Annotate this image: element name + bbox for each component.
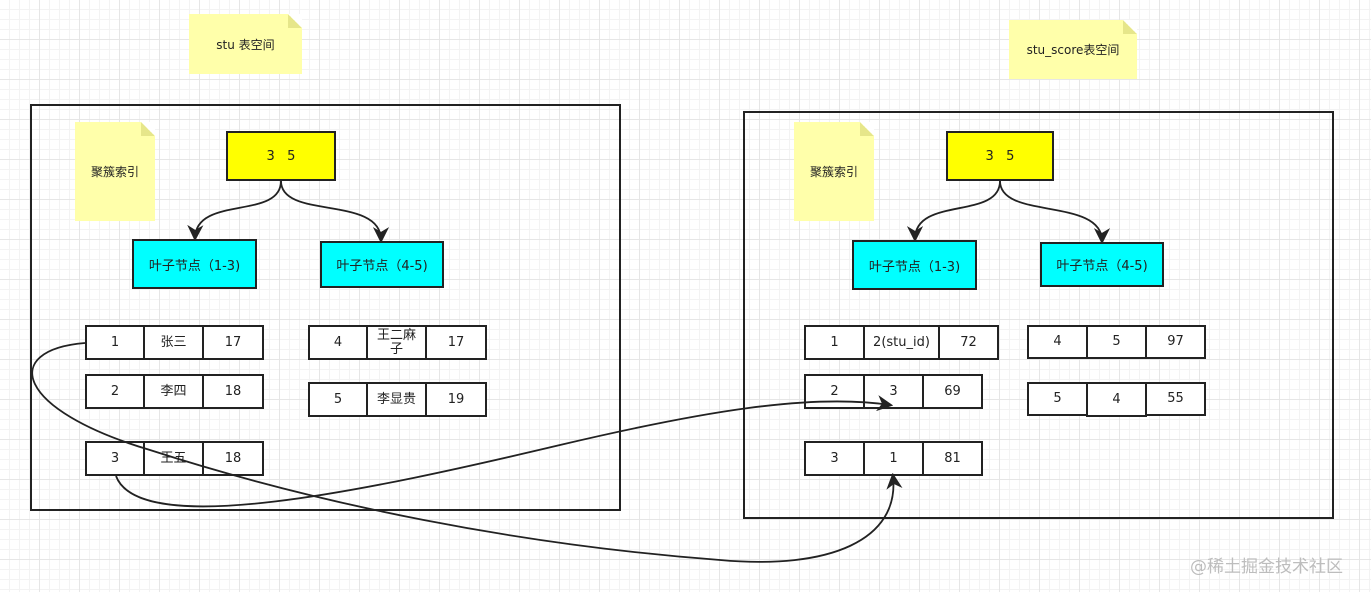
stu-root-to-left-leaf-arrow <box>187 180 282 242</box>
score-row-3-score: 81 <box>922 441 983 476</box>
score-row-5-score: 55 <box>1145 382 1206 416</box>
score-space-label: stu_score表空间 <box>1026 43 1120 57</box>
stu-leaf-left: 叶子节点（1-3) <box>132 239 257 289</box>
score-root-keys: 3 5 <box>985 148 1015 164</box>
score-tablespace-container <box>743 111 1334 519</box>
stu-row-4-id: 4 <box>308 325 368 360</box>
stu-leaf-right-label: 叶子节点（4-5) <box>336 259 428 274</box>
score-row-4-score: 97 <box>1145 325 1206 359</box>
score-root-to-right-leaf-arrow <box>999 180 1111 245</box>
score-row-5-id: 5 <box>1027 382 1088 416</box>
stu-row-4-age: 17 <box>425 325 487 360</box>
watermark: @稀土掘金技术社区 <box>1190 557 1343 577</box>
score-row-3-stu-id: 1 <box>863 441 924 476</box>
stu-index-label: 聚簇索引 <box>90 165 139 179</box>
score-leaf-left: 叶子节点（1-3) <box>852 240 977 290</box>
score-row-1-id: 1 <box>804 325 865 360</box>
stu-tablespace-container <box>30 104 621 511</box>
score-leaf-right-label: 叶子节点（4-5) <box>1056 259 1148 274</box>
stu-space-label-note: stu 表空间 <box>189 14 302 74</box>
score-row-2-score: 69 <box>922 374 983 409</box>
score-index-note: 聚簇索引 <box>794 122 874 221</box>
stu-row-2-age: 18 <box>202 374 264 409</box>
score-root-to-left-leaf-arrow <box>906 180 1001 243</box>
stu-root-node: 3 5 <box>226 131 336 181</box>
stu-row-1-age: 17 <box>202 325 264 360</box>
stu-index-note: 聚簇索引 <box>75 122 155 221</box>
stu-leaf-left-label: 叶子节点（1-3) <box>148 258 241 274</box>
stu-root-keys: 3 5 <box>266 148 296 164</box>
stu-space-label: stu 表空间 <box>216 37 275 52</box>
score-row-1-score: 72 <box>938 325 999 360</box>
stu-row-1-name: 张三 <box>143 325 204 360</box>
link-row-1-to-score-row-3-arrow <box>31 342 903 563</box>
score-index-label: 聚簇索引 <box>809 165 858 179</box>
score-space-label-note: stu_score表空间 <box>1009 20 1137 79</box>
score-row-2-stu-id: 3 <box>863 374 924 409</box>
score-row-4-stu-id: 5 <box>1086 325 1147 359</box>
score-leaf-right: 叶子节点（4-5) <box>1040 242 1164 287</box>
stu-leaf-right: 叶子节点（4-5) <box>320 241 444 288</box>
stu-row-5-age: 19 <box>425 382 487 417</box>
score-leaf-left-label: 叶子节点（1-3) <box>868 259 961 275</box>
stu-row-2-id: 2 <box>85 374 145 409</box>
stu-row-4-name: 王二麻子 <box>366 325 427 360</box>
score-row-1-stu-id: 2(stu_id) <box>863 325 940 360</box>
score-root-node: 3 5 <box>946 131 1054 181</box>
stu-row-2-name: 李四 <box>143 374 204 409</box>
link-row-3-to-score-row-2-arrow <box>115 395 894 508</box>
score-row-3-id: 3 <box>804 441 865 476</box>
stu-root-to-right-leaf-arrow <box>280 180 390 244</box>
